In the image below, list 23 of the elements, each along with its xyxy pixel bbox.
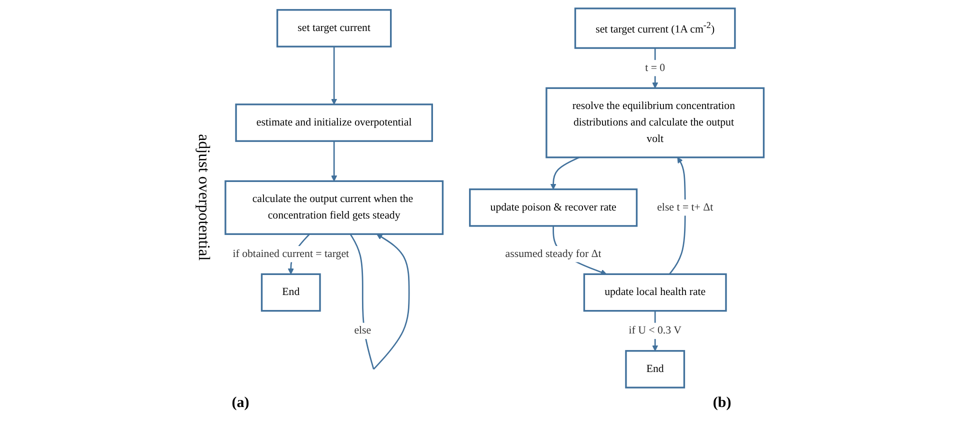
node-box: End xyxy=(625,350,685,388)
arrow xyxy=(550,156,580,190)
panel-label: (b) xyxy=(712,395,732,412)
node-box: calculate the output current when the concentration field gets steady xyxy=(224,180,444,234)
edge-label: if U < 0.3 V xyxy=(628,324,682,336)
node-box: End xyxy=(260,272,321,312)
node-box: estimate and initialize overpotential xyxy=(235,103,433,142)
loop-label: adjust overpotential xyxy=(194,134,212,261)
edge-label: if obtained current = target xyxy=(232,248,349,260)
edge-label: else xyxy=(354,324,371,336)
node-box: update poison & recover rate xyxy=(468,188,638,226)
arrow xyxy=(331,46,337,104)
arrow xyxy=(350,233,410,370)
edge-label: t = 0 xyxy=(644,61,666,74)
edge-label: assumed steady for Δt xyxy=(505,248,602,260)
node-box: set target current (1A cm$^{-2}$) xyxy=(574,7,736,48)
panel-label: (a) xyxy=(232,395,250,412)
node-box: set target current xyxy=(276,8,392,47)
arrow xyxy=(652,48,658,88)
arrow xyxy=(331,140,337,181)
node-box: resolve the equilibrium concentration distributions and calculate the output volt xyxy=(546,86,764,158)
node-box: update local health rate xyxy=(583,272,727,312)
edge-label: else t = t+ Δt xyxy=(657,201,714,213)
